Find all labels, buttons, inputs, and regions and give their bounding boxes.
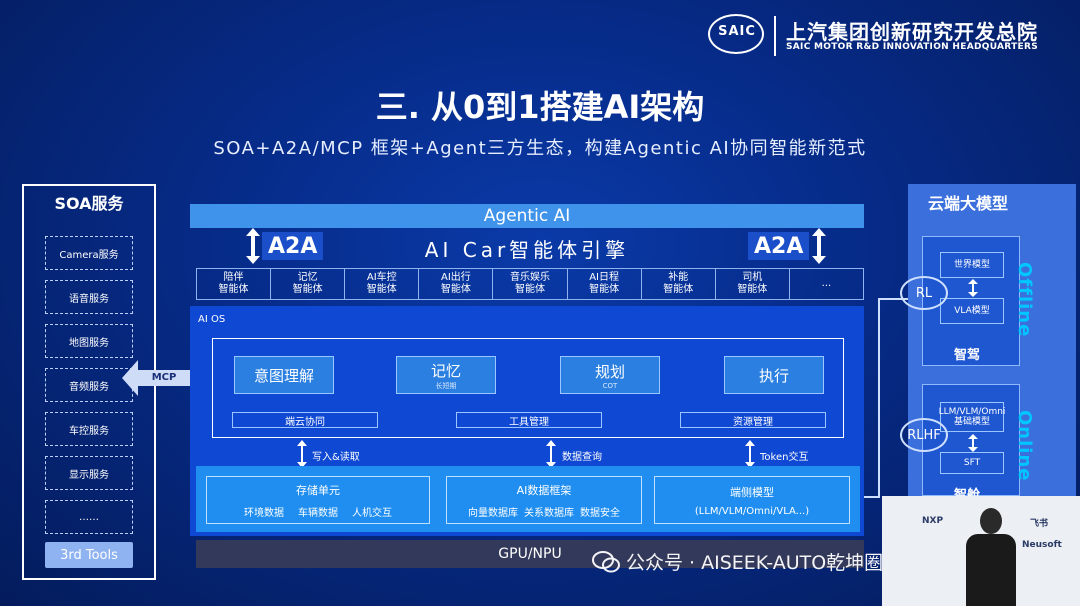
token-exchange-label: Token交互 [760, 452, 809, 463]
online-label: Online [1014, 410, 1035, 482]
agent-cell: AI出行智能体 [419, 269, 494, 299]
edge-model-box: 端侧模型 (LLM/VLM/Omni/VLA...) [654, 476, 850, 524]
slide-subtitle: SOA+A2A/MCP 框架+Agent三方生态，构建Agentic AI协同智… [213, 138, 867, 159]
agent-cell: AI车控智能体 [345, 269, 420, 299]
updown-arrow-icon [246, 228, 260, 264]
agent-cell: 记忆智能体 [271, 269, 346, 299]
sponsor-logo: 飞书 [1030, 519, 1049, 529]
logo-divider [774, 16, 776, 56]
agentic-ai-bar: Agentic AI [190, 204, 864, 228]
agent-cell: AI日程智能体 [568, 269, 642, 299]
updown-arrow-icon [968, 434, 978, 452]
soa-item: …… [45, 500, 133, 534]
sft-box: SFT [940, 452, 1004, 474]
updown-arrow-icon [968, 279, 978, 297]
org-name-en: SAIC MOTOR R&D INNOVATION HEADQUARTERS [786, 42, 1039, 52]
mcp-label: MCP [151, 372, 177, 383]
foundation-model-box: LLM/VLM/Omni 基础模型 [939, 402, 1005, 432]
mcp-double-arrow-icon [122, 360, 206, 396]
ai-car-engine-title: AI Car智能体引擎 [424, 238, 630, 262]
third-party-tools: 3rd Tools [45, 542, 133, 568]
a2a-right-badge: A2A [748, 232, 810, 260]
cloud-link-line [878, 298, 908, 300]
soa-title: SOA服务 [54, 194, 124, 213]
wechat-watermark: 公众号 · AISEEK-AUTO乾坤圈 [592, 548, 883, 575]
ai-os-core-frame [212, 338, 844, 438]
soa-item: 音频服务 [45, 368, 133, 402]
data-query-label: 数据查询 [562, 452, 602, 463]
resource-management-box: 资源管理 [680, 412, 826, 428]
ai-data-framework-box: AI数据框架 向量数据库关系数据库数据安全 [446, 476, 642, 524]
ai-os-label: AI OS [198, 314, 226, 325]
intent-understanding-box: 意图理解 [234, 356, 334, 394]
agent-cell: 陪伴智能体 [197, 269, 272, 299]
cloud-models-title: 云端大模型 [927, 194, 1008, 213]
soa-item: 语音服务 [45, 280, 133, 314]
sponsor-logo: Neusoft [1022, 540, 1062, 550]
agent-cell-more: ... [821, 278, 832, 289]
storage-unit-box: 存储单元 环境数据车辆数据人机交互 [206, 476, 430, 524]
wechat-icon [592, 550, 620, 572]
rl-loop-icon: RL [900, 276, 948, 310]
rlhf-loop-icon: RLHF [900, 418, 948, 452]
updown-arrow-icon [812, 228, 826, 264]
agents-row: 陪伴智能体 记忆智能体 AI车控智能体 AI出行智能体 音乐娱乐智能体 AI日程… [196, 268, 864, 300]
edge-cloud-collab-box: 端云协同 [232, 412, 378, 428]
smart-driving-label: 智驾 [954, 348, 981, 363]
saic-logo-text: SAIC [718, 24, 756, 39]
execution-box: 执行 [724, 356, 824, 394]
a2a-left-badge: A2A [262, 232, 324, 260]
agent-cell: 司机智能体 [716, 269, 790, 299]
presenter-head [980, 508, 1002, 534]
soa-item: 地图服务 [45, 324, 133, 358]
saic-logo-ring [708, 14, 764, 54]
sponsor-logo: NXP [922, 516, 944, 526]
vla-model-box: VLA模型 [940, 298, 1004, 324]
offline-label: Offline [1014, 262, 1035, 338]
updown-arrow-icon [297, 440, 307, 468]
updown-arrow-icon [546, 440, 556, 468]
presenter-body [966, 534, 1016, 606]
org-name-cn: 上汽集团创新研究开发总院 [786, 20, 1038, 44]
cloud-link-line [878, 298, 880, 496]
write-read-label: 写入&读取 [312, 452, 360, 463]
soa-item: 显示服务 [45, 456, 133, 490]
soa-item: 车控服务 [45, 412, 133, 446]
soa-item: Camera服务 [45, 236, 133, 270]
watermark-text: 公众号 · AISEEK-AUTO乾坤圈 [626, 552, 884, 574]
memory-box: 记忆长短期 [396, 356, 496, 394]
slide-title: 三. 从0到1搭建AI架构 [375, 88, 705, 126]
agent-cell: 音乐娱乐智能体 [493, 269, 568, 299]
agent-cell: 补能智能体 [642, 269, 716, 299]
cloud-link-line [864, 496, 880, 498]
updown-arrow-icon [745, 440, 755, 468]
data-layer-bar [196, 466, 860, 532]
tool-management-box: 工具管理 [456, 412, 602, 428]
world-model-box: 世界模型 [940, 252, 1004, 278]
gpu-npu-bar: GPU/NPU [196, 540, 864, 568]
